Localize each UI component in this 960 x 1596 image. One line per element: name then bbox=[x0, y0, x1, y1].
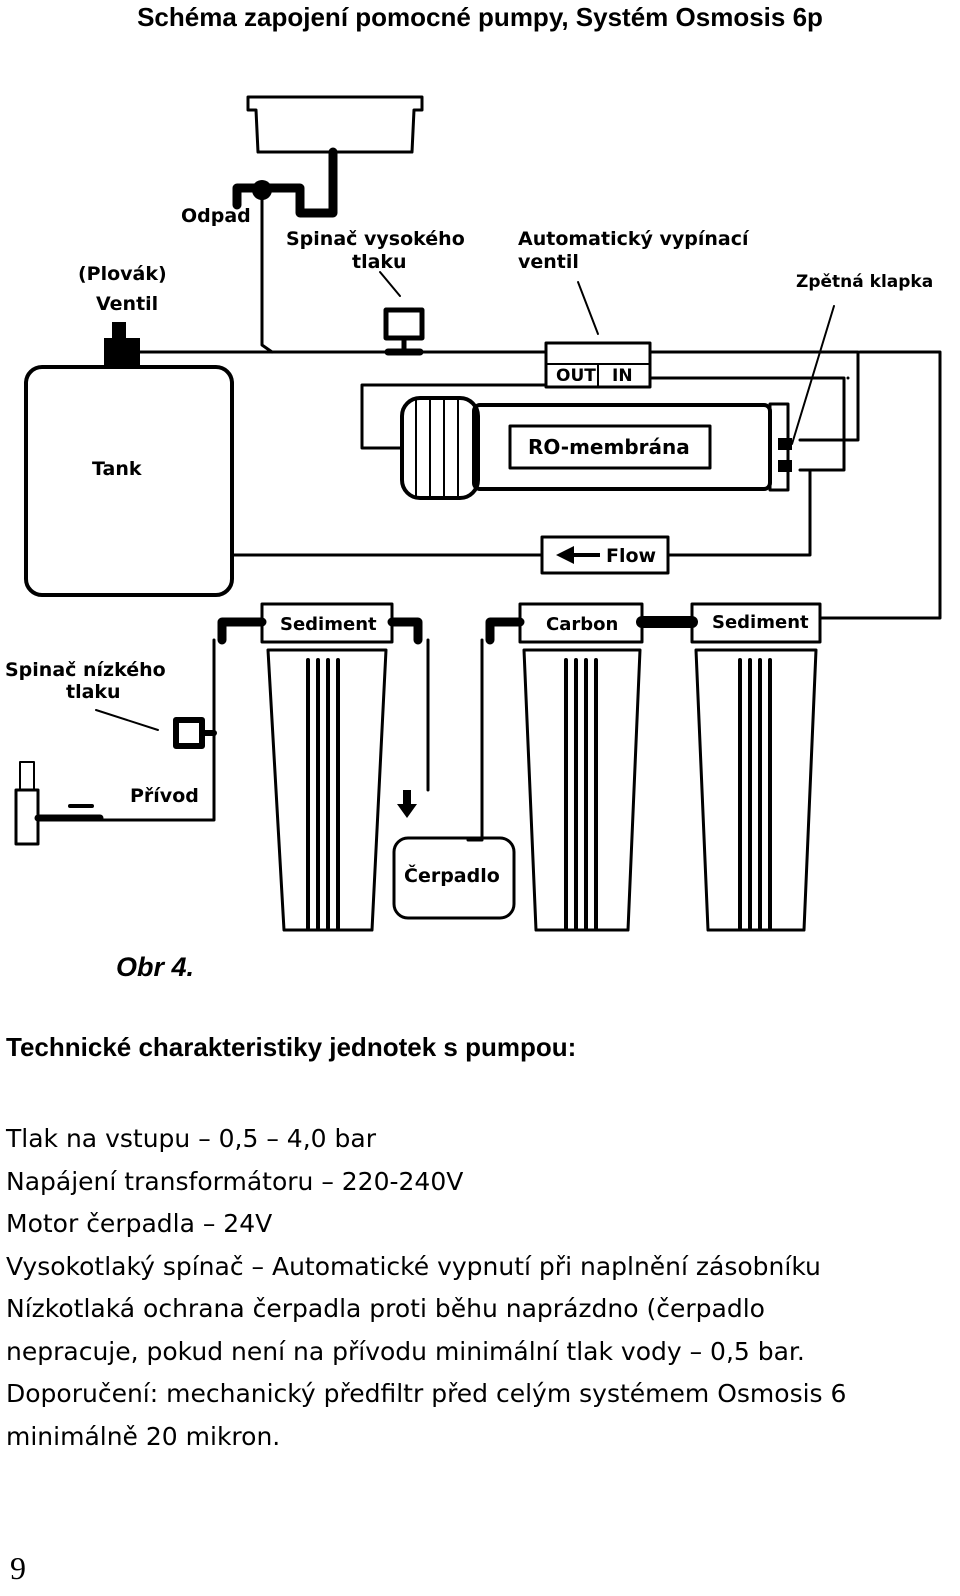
filter-head-carbon bbox=[518, 602, 644, 644]
spec-list: Tlak na vstupu – 0,5 – 4,0 bar Napájení … bbox=[6, 1118, 956, 1458]
spec-line: Nízkotlaká ochrana čerpadla proti běhu n… bbox=[6, 1294, 765, 1323]
float-valve bbox=[104, 338, 140, 366]
label-in: IN bbox=[612, 366, 633, 386]
label-low-pressure-2: tlaku bbox=[66, 681, 121, 703]
drain-basin bbox=[246, 95, 424, 154]
down-arrow bbox=[397, 790, 417, 818]
valve-to-check bbox=[648, 350, 860, 442]
label-high-pressure-1: Spinač vysokého bbox=[286, 228, 465, 250]
flow-line bbox=[230, 468, 812, 557]
label-auto-valve-2: ventil bbox=[518, 251, 579, 273]
drain-pipe bbox=[232, 147, 338, 218]
spec-line: Vysokotlaký spínač – Automatické vypnutí… bbox=[6, 1251, 821, 1281]
label-carbon: Carbon bbox=[546, 614, 618, 635]
spec-line: Tlak na vstupu – 0,5 – 4,0 bar bbox=[6, 1124, 376, 1153]
membrane-feed bbox=[360, 383, 548, 450]
low-pressure-switch bbox=[173, 717, 205, 749]
spec-line: Motor čerpadla – 24V bbox=[6, 1209, 273, 1238]
figure-caption: Obr 4. bbox=[116, 952, 195, 982]
label-high-pressure-2: tlaku bbox=[352, 251, 407, 273]
label-pump: Čerpadlo bbox=[404, 863, 500, 887]
label-out: OUT bbox=[556, 366, 596, 386]
label-privod: Přívod bbox=[130, 785, 199, 807]
tank bbox=[24, 365, 234, 597]
label-low-pressure-1: Spinač nízkého bbox=[5, 659, 166, 681]
label-sediment-left: Sediment bbox=[280, 614, 377, 635]
spec-line: Doporučení: mechanický předfiltr před ce… bbox=[6, 1379, 847, 1408]
label-flow: Flow bbox=[606, 545, 656, 567]
label-auto-valve-1: Automatický vypínací bbox=[518, 228, 750, 250]
drain-line bbox=[260, 193, 274, 354]
spec-line: nepracuje, pokud není na přívodu minimál… bbox=[6, 1336, 805, 1366]
right-feed bbox=[818, 374, 942, 620]
page-number: 9 bbox=[10, 1550, 26, 1586]
label-tank: Tank bbox=[92, 458, 142, 480]
filter-bowl-left bbox=[266, 648, 388, 932]
label-check-valve: Zpětná klapka bbox=[796, 272, 933, 292]
high-pressure-switch bbox=[383, 307, 425, 341]
pump-connection-diagram: Odpad (Plovák) Ventil Spinač vysokého tl… bbox=[5, 95, 942, 932]
pump bbox=[392, 836, 516, 920]
page-title: Schéma zapojení pomocné pumpy, Systém Os… bbox=[137, 2, 823, 32]
label-plovak: (Plovák) bbox=[78, 263, 167, 285]
label-ro-membrane: RO-membrána bbox=[528, 435, 690, 459]
spec-heading: Technické charakteristiky jednotek s pum… bbox=[6, 1032, 577, 1062]
spec-line: minimálně 20 mikron. bbox=[6, 1421, 281, 1451]
label-sediment-right: Sediment bbox=[712, 612, 809, 633]
filter-bowl-carbon bbox=[522, 648, 642, 932]
spec-line: Napájení transformátoru – 220-240V bbox=[6, 1166, 464, 1196]
filter-head-right bbox=[690, 602, 822, 644]
inlet-line bbox=[88, 638, 216, 822]
filter-bowl-right bbox=[694, 648, 818, 932]
label-ventil: Ventil bbox=[96, 293, 158, 315]
flow-arrow bbox=[556, 546, 574, 564]
label-odpad: Odpad bbox=[181, 205, 251, 227]
